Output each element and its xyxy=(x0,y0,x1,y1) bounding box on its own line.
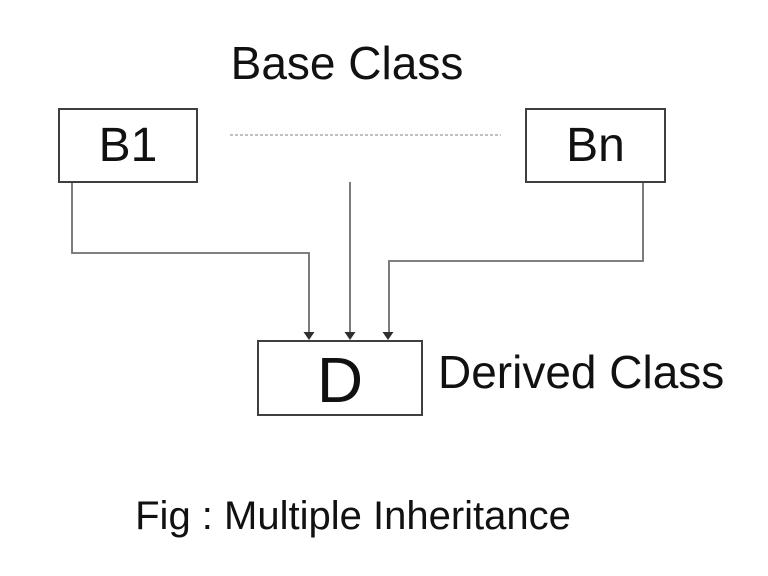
arrowhead-right-icon xyxy=(382,332,394,340)
node-bn: Bn xyxy=(525,108,666,183)
edge-bn-to-d xyxy=(388,183,644,333)
node-bn-label: Bn xyxy=(566,118,625,172)
edge-b1-to-d xyxy=(71,183,310,333)
arrowhead-middle-icon xyxy=(344,332,356,340)
node-d: D xyxy=(257,340,423,416)
derived-class-label: Derived Class xyxy=(438,346,725,398)
figure-caption: Fig : Multiple Inheritance xyxy=(135,494,571,538)
diagram-title: Base Class xyxy=(230,37,464,89)
node-b1-label: B1 xyxy=(98,118,158,172)
node-d-label: D xyxy=(316,344,364,416)
node-b1: B1 xyxy=(58,108,198,183)
arrowhead-left-icon xyxy=(303,332,315,340)
